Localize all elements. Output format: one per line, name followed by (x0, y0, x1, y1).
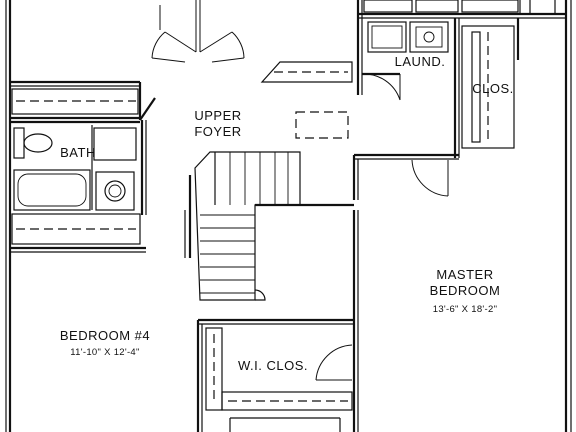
room-label-master-2: BEDROOM (430, 283, 501, 298)
sink-icon (93, 127, 137, 211)
master-bedroom-walls (255, 155, 359, 432)
room-label-upper-foyer-1: UPPER (194, 108, 241, 123)
room-label-walk-in-closet: W.I. CLOS. (238, 358, 308, 373)
stair-icon (184, 151, 301, 301)
top-cabinets (363, 0, 519, 13)
laundry-counter (260, 61, 353, 83)
washer-icon (367, 21, 407, 53)
room-label-bedroom-4: BEDROOM #4 (60, 328, 150, 343)
room-dimensions-master: 13'-6" X 18'-2" (433, 304, 498, 315)
laundry-walls (354, 0, 566, 160)
room-label-upper-foyer-2: FOYER (194, 124, 241, 139)
bathtub-icon (13, 169, 91, 211)
bath-walls (10, 80, 156, 253)
toilet-icon (13, 127, 53, 159)
exterior-walls (5, 0, 572, 432)
room-label-closet: CLOS. (472, 81, 514, 96)
room-label-laundry: LAUND. (395, 54, 446, 69)
skylight-icon (295, 111, 349, 139)
dryer-icon (409, 21, 449, 53)
closet-shelving (461, 25, 515, 149)
foyer-doors (151, 0, 245, 63)
room-dimensions-bedroom-4: 11'-10" X 12'-4" (70, 347, 139, 358)
door-swing-icon (361, 73, 449, 197)
room-label-master-1: MASTER (436, 267, 493, 282)
top-header-marks (519, 0, 556, 14)
room-label-bath: BATH (60, 145, 96, 160)
walk-in-closet-walls (196, 318, 354, 432)
linen-shelving (11, 88, 141, 245)
